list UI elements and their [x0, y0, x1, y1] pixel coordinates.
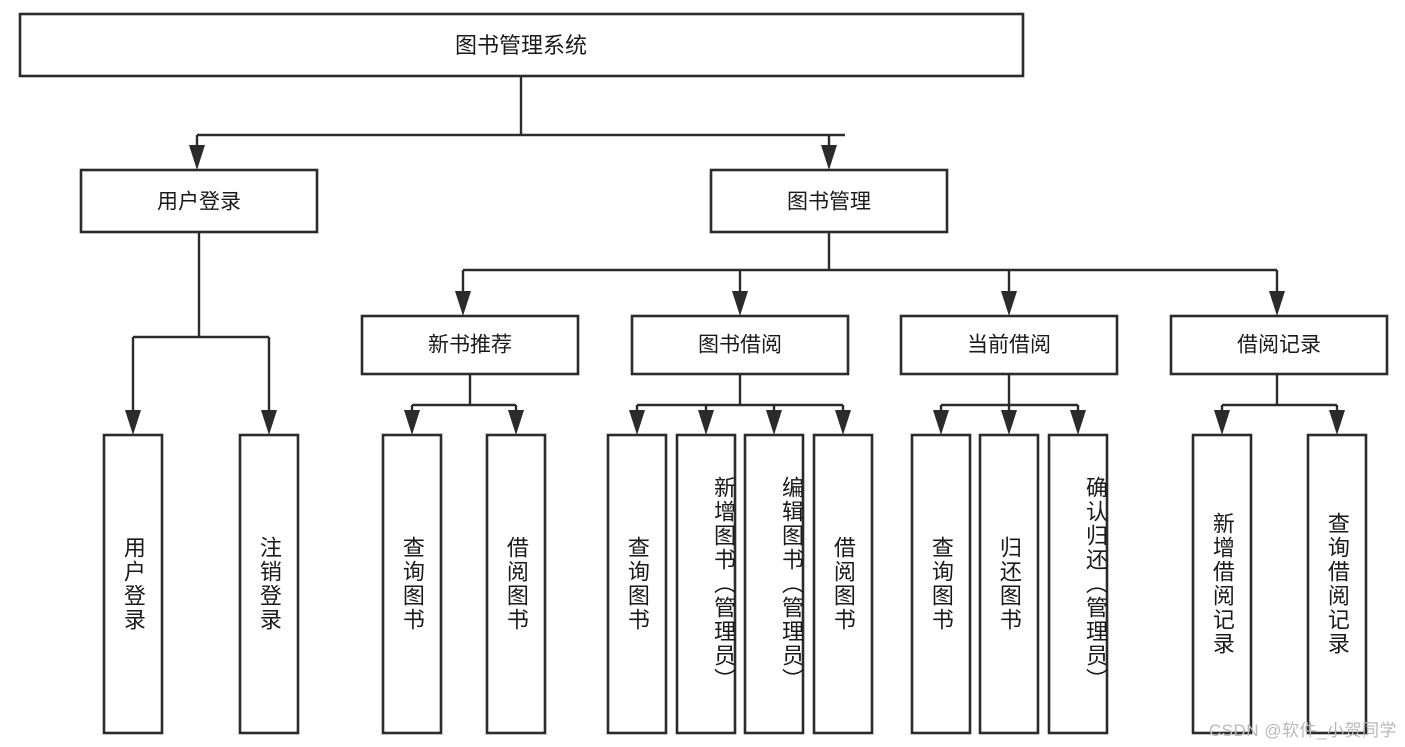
- node-new-book-recommend-label: 新书推荐: [428, 334, 512, 357]
- arrow-head-leaf-query-book-1: [404, 410, 420, 435]
- arrow-head-book-manage: [821, 145, 837, 170]
- arrow-head-leaf-borrow-book-2: [835, 410, 851, 435]
- node-root[interactable]: 图书管理系统: [18, 12, 1025, 78]
- node-book-manage-box[interactable]: [709, 168, 949, 234]
- node-book-borrow-box[interactable]: [630, 314, 850, 376]
- node-new-book-recommend-box[interactable]: [360, 314, 580, 376]
- node-leaf-edit-book-box[interactable]: [743, 433, 805, 735]
- leaf-box-group: [102, 433, 1368, 735]
- node-leaf-user-logout-box[interactable]: [238, 433, 300, 735]
- arrow-head-current-borrow: [1001, 291, 1017, 316]
- arrow-head-new-book-recommend: [455, 291, 471, 316]
- node-root-label: 图书管理系统: [455, 33, 587, 58]
- arrow-head-leaf-borrow-book-1: [508, 410, 524, 435]
- node-new-book-recommend[interactable]: 新书推荐: [360, 314, 580, 376]
- node-book-manage[interactable]: 图书管理: [709, 168, 949, 234]
- node-borrow-record-box[interactable]: [1169, 314, 1389, 376]
- arrow-head-leaf-confirm-return: [1070, 410, 1086, 435]
- edge-group-borrow-record: [1214, 374, 1345, 435]
- node-leaf-query-book-2-box[interactable]: [606, 433, 668, 735]
- arrow-head-leaf-add-record: [1214, 410, 1230, 435]
- arrow-head-leaf-query-record: [1329, 410, 1345, 435]
- node-leaf-borrow-book-1-box[interactable]: [485, 433, 547, 735]
- node-leaf-confirm-return-box[interactable]: [1047, 433, 1109, 735]
- node-user-login-box[interactable]: [79, 168, 319, 234]
- edge-group-user-login: [125, 232, 277, 435]
- node-user-login[interactable]: 用户登录: [79, 168, 319, 234]
- node-leaf-query-book-3-box[interactable]: [910, 433, 972, 735]
- arrow-head-leaf-edit-book: [766, 410, 782, 435]
- node-book-manage-label: 图书管理: [787, 191, 871, 214]
- arrow-head-leaf-add-book: [698, 410, 714, 435]
- node-book-borrow-label: 图书借阅: [698, 334, 782, 357]
- arrow-head-user-login: [189, 145, 205, 170]
- arrow-head-leaf-return-book: [1001, 410, 1017, 435]
- node-current-borrow[interactable]: 当前借阅: [899, 314, 1119, 376]
- edge-group-book-borrow: [629, 374, 851, 435]
- node-book-borrow[interactable]: 图书借阅: [630, 314, 850, 376]
- node-borrow-record[interactable]: 借阅记录: [1169, 314, 1389, 376]
- node-leaf-query-book-1-box[interactable]: [381, 433, 443, 735]
- edge-group-new-book-recommend: [404, 374, 524, 435]
- node-user-login-label: 用户登录: [157, 191, 241, 214]
- csdn-watermark: CSDN @软件_小贺同学: [1208, 721, 1397, 740]
- arrow-head-leaf-user-login: [125, 410, 141, 435]
- arrow-head-leaf-query-book-3: [933, 410, 949, 435]
- node-leaf-return-book-box[interactable]: [978, 433, 1040, 735]
- node-leaf-user-login-box[interactable]: [102, 433, 164, 735]
- arrow-head-leaf-user-logout: [261, 410, 277, 435]
- node-current-borrow-box[interactable]: [899, 314, 1119, 376]
- edge-group-root: [189, 76, 845, 170]
- node-leaf-add-book-box[interactable]: [675, 433, 737, 735]
- node-leaf-query-record-box[interactable]: [1306, 433, 1368, 735]
- node-borrow-record-label: 借阅记录: [1237, 334, 1321, 357]
- node-root-box[interactable]: [18, 12, 1025, 78]
- edge-group-current-borrow: [933, 374, 1086, 435]
- edge-group-book-manage: [455, 232, 1285, 316]
- node-leaf-add-record-box[interactable]: [1191, 433, 1253, 735]
- arrow-head-book-borrow: [732, 291, 748, 316]
- arrow-head-borrow-record: [1269, 291, 1285, 316]
- node-leaf-borrow-book-2-box[interactable]: [812, 433, 874, 735]
- arrow-head-leaf-query-book-2: [629, 410, 645, 435]
- node-current-borrow-label: 当前借阅: [967, 334, 1051, 357]
